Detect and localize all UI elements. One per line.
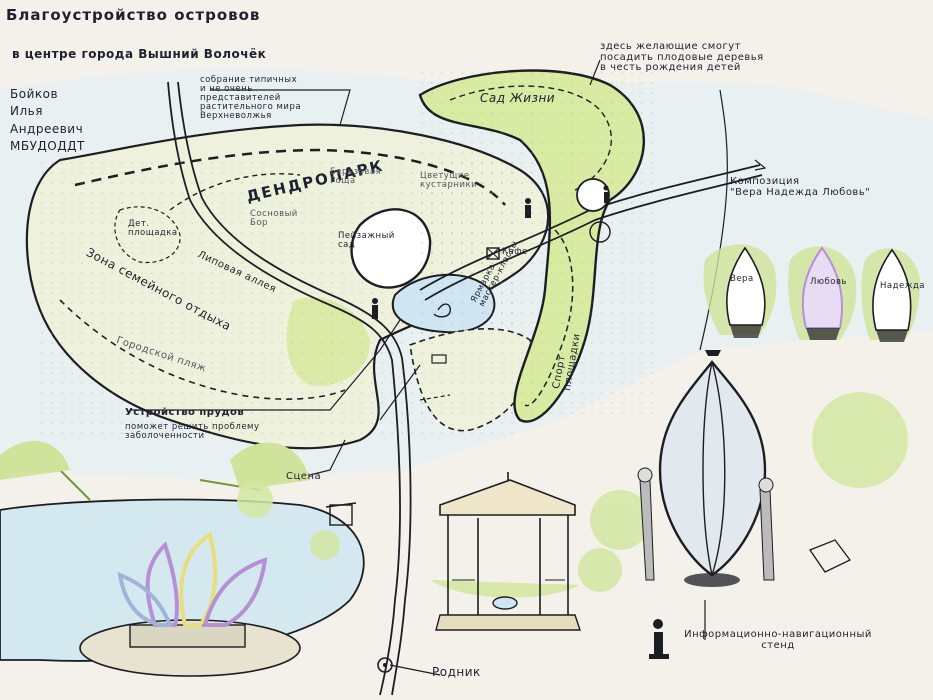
composition-label: Композиция "Вера Надежда Любовь" (730, 176, 871, 198)
zone-landscape-garden: Пейзажный сад (338, 231, 395, 250)
info-marker-3 (603, 185, 609, 203)
zone-flowering: Цветущие кустарники (420, 171, 478, 190)
typical-plants-note: собрание типичных и не очень представите… (200, 75, 302, 121)
pond-north (350, 208, 432, 289)
lotus-sculpture (79, 531, 301, 677)
zone-kids: Дет. площадка (128, 219, 178, 238)
info-legend-icon (649, 619, 669, 659)
zone-pine: Сосновый Бор (250, 209, 298, 228)
info-marker-1 (372, 298, 378, 319)
zone-birch: Березовая Роща (330, 167, 382, 186)
pod-label-1: Вера (730, 274, 754, 284)
ponds-text: поможет решить проблему заболоченности (125, 422, 260, 441)
zone-garden-of-life: Сад Жизни (480, 91, 556, 105)
cafe-icon (486, 247, 500, 260)
spring-gazebo (430, 472, 581, 631)
zone-cafe: Кафе (502, 247, 528, 257)
spring-icon (377, 657, 393, 673)
info-marker-2 (525, 198, 531, 218)
map-subtitle: в центре города Вышний Волочёк (12, 47, 267, 61)
map-title: Благоустройство островов (6, 6, 261, 24)
bench-cube (809, 539, 851, 573)
stage-label: Сцена (286, 471, 322, 482)
composition-pods (703, 244, 920, 342)
ponds-title: Устройство прудов (125, 407, 245, 418)
pod-label-2: Любовь (810, 277, 848, 287)
pod-label-3: Надежда (880, 281, 925, 291)
author-credit: Бойков Илья Андреевич МБУДОДДТ (10, 87, 85, 154)
info-stand-sculpture (637, 350, 775, 587)
spring-label: Родник (432, 665, 481, 679)
tree-sketches (237, 392, 908, 592)
garden-note: здесь желающие смогут посадить плодовые … (600, 41, 764, 73)
stage-icon (325, 502, 357, 526)
info-stand-label: Информационно-навигационный стенд (684, 629, 872, 651)
